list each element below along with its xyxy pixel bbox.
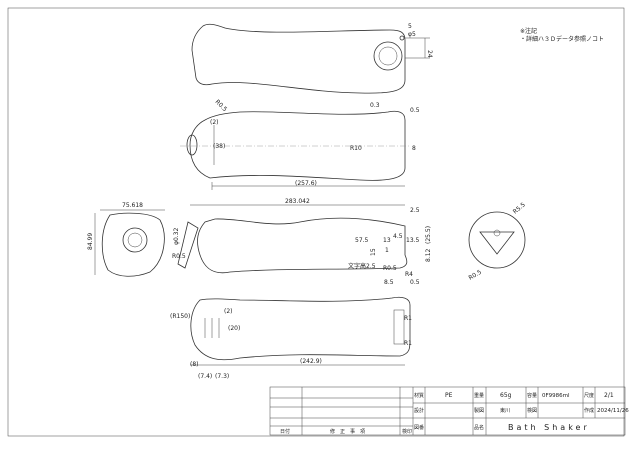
dim-38: (38) xyxy=(213,143,225,150)
title-block: 材質 PE 重量 65g 容量 0F9986ml 尺度 2/1 設計 製図 東川… xyxy=(269,386,629,436)
drawing-border xyxy=(7,7,625,437)
capacity-value: 0F9986ml xyxy=(542,393,570,399)
dim-8: (8) xyxy=(190,361,199,368)
design-label: 設計 xyxy=(414,407,424,414)
left-end-view: 75.618 84.99 xyxy=(87,202,165,277)
drafter-value: 東川 xyxy=(500,407,510,414)
dim-r05: R0.5 xyxy=(214,98,229,113)
dim-75-618: 75.618 xyxy=(122,202,143,209)
dim-7-3: (7.3) xyxy=(215,373,229,380)
drafting-label: 製図 xyxy=(474,407,484,414)
dim-5: 5 xyxy=(408,23,412,30)
dim-15: 15 xyxy=(370,248,377,256)
dim-phi5: φ5 xyxy=(408,31,416,38)
check-label: 検図 xyxy=(527,407,537,414)
dim-0-3: 0.3 xyxy=(370,102,380,109)
dim-8: 8 xyxy=(412,145,416,152)
notes: ※注記 ・詳細ハ３Ｄデータ参照ノコト xyxy=(520,27,604,43)
dim-283-042: 283.042 xyxy=(285,198,310,205)
drawing-no-label: 図番 xyxy=(414,424,424,431)
created-label: 作成 xyxy=(584,407,594,414)
dim-8-12: 8.12 xyxy=(425,248,432,262)
dim-242-9: (242.9) xyxy=(300,358,322,365)
dim-0-5b: 0.5 xyxy=(410,279,420,286)
notes-title: ※注記 xyxy=(520,27,537,35)
dim-13: 13 xyxy=(383,237,391,244)
material-value: PE xyxy=(445,392,453,399)
dim-4-5: 4.5 xyxy=(393,233,403,240)
dim-84-99: 84.99 xyxy=(87,233,94,250)
weight-label: 重量 xyxy=(474,392,484,399)
weight-value: 65g xyxy=(500,392,512,399)
revision-desc-header: 修 正 事 項 xyxy=(330,428,365,435)
dim-phi032: φ0.32 xyxy=(173,228,180,246)
cap-opening xyxy=(186,134,198,156)
dim-20: (20) xyxy=(228,325,240,332)
dim-r1b: R1 xyxy=(404,340,412,347)
product-name: Bath Shaker xyxy=(508,423,590,432)
created-value: 2024/11/26 xyxy=(597,408,629,414)
dim-r10: R10 xyxy=(350,145,362,152)
dim-0-5: 0.5 xyxy=(410,107,420,114)
revision-check-header: 検印 xyxy=(402,428,412,435)
revision-date-header: 日付 xyxy=(280,428,290,435)
right-end-view: R5.5 R0.5 xyxy=(468,201,527,281)
dim-r0-5: R0.5 xyxy=(468,269,484,282)
text-height-note: 文字高2.5 xyxy=(348,262,376,270)
dim-r4: R4 xyxy=(405,271,413,278)
dim-257-6: (257.6) xyxy=(295,180,317,187)
scale-value: 2/1 xyxy=(604,392,614,399)
dim-8-5: 8.5 xyxy=(384,279,394,286)
dim-13-5: 13.5 xyxy=(406,237,420,244)
dim-2-5: 2.5 xyxy=(410,207,420,214)
dim-r1a: R1 xyxy=(404,315,412,322)
top-view: 24 5 φ5 R0.5 xyxy=(191,23,433,113)
dim-2: (2) xyxy=(210,119,219,126)
dim-2: (2) xyxy=(224,308,233,315)
dim-7-4: (7.4) xyxy=(198,373,212,380)
dim-1: 1 xyxy=(385,247,389,254)
product-label: 品名 xyxy=(474,424,484,431)
dim-r05b: R0.5 xyxy=(172,253,186,260)
dim-57-5: 57.5 xyxy=(355,237,369,244)
notes-line: ・詳細ハ３Ｄデータ参照ノコト xyxy=(520,35,604,43)
bottom-view: (R150) (2) (20) R1 R1 (8) (7.4) (7.3) (2… xyxy=(170,296,412,380)
logo-emblem xyxy=(373,41,403,71)
dim-24: 24 xyxy=(426,50,433,58)
scale-label: 尺度 xyxy=(584,392,594,399)
dim-r05: R0.5 xyxy=(383,265,397,272)
dim-r5-5: R5.5 xyxy=(512,201,527,215)
side-view: (2) (38) R10 8 (257.6) 0.3 0.5 xyxy=(180,102,420,190)
capacity-label: 容量 xyxy=(527,392,537,399)
dim-r150: (R150) xyxy=(170,313,190,320)
front-view: 283.042 2.5 57.5 13 4.5 13.5 (25.5) 15 1… xyxy=(172,198,432,286)
material-label: 材質 xyxy=(414,392,424,399)
dim-25-5: (25.5) xyxy=(425,226,432,244)
